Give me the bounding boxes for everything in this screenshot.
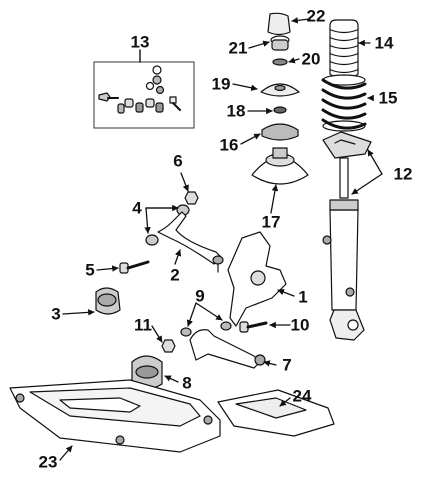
strut-mount-stack [251, 12, 309, 185]
callout-3: 3 [51, 304, 61, 324]
callout-4: 4 [132, 198, 142, 218]
callout-11: 11 [134, 315, 152, 335]
bushing [95, 287, 121, 315]
callout-6: 6 [173, 151, 183, 171]
strut-assembly [322, 131, 372, 341]
callout-23: 23 [38, 452, 58, 472]
callout-2: 2 [170, 265, 180, 285]
callout-16: 16 [219, 135, 239, 155]
callout-17: 17 [261, 212, 281, 232]
callout-13: 13 [130, 32, 150, 52]
callout-1: 1 [298, 287, 308, 307]
callout-10: 10 [290, 315, 310, 335]
hardware-kit-box [93, 49, 195, 129]
subframe [9, 379, 221, 453]
callout-9: 9 [195, 286, 205, 306]
bump-stop-boot [329, 19, 359, 79]
callout-14: 14 [374, 33, 394, 53]
bolt [119, 260, 150, 274]
leader-lines [59, 17, 383, 461]
callout-12: 12 [393, 164, 413, 184]
callout-15: 15 [378, 88, 398, 108]
callout-22: 22 [306, 6, 326, 26]
lower-control-arm [189, 329, 266, 369]
callout-21: 21 [228, 38, 248, 58]
steering-knuckle [227, 231, 287, 327]
callout-19: 19 [211, 74, 231, 94]
callout-8: 8 [182, 373, 192, 393]
callout-7: 7 [282, 355, 292, 375]
upper-control-arm [157, 211, 224, 273]
callout-18: 18 [226, 101, 246, 121]
callout-24: 24 [292, 386, 312, 406]
callout-5: 5 [85, 260, 95, 280]
lower-arm-hardware [161, 321, 268, 353]
callout-20: 20 [301, 49, 321, 69]
reinforcement-plate [217, 389, 335, 437]
coil-spring [321, 74, 367, 132]
nut [184, 191, 199, 205]
